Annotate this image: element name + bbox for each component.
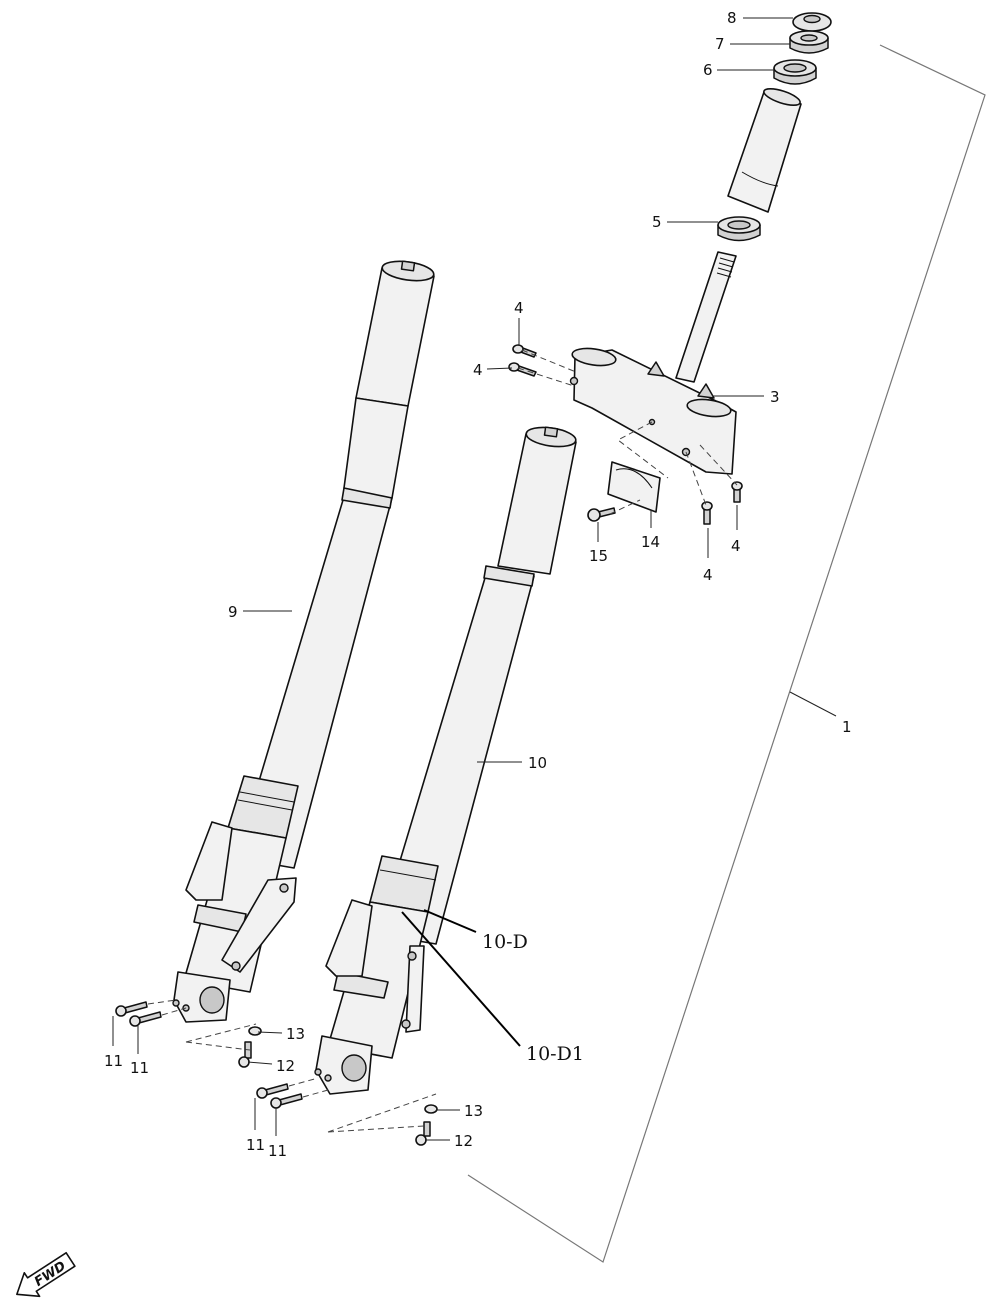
callout-6: 6 xyxy=(703,61,713,79)
callout-3: 3 xyxy=(770,388,780,406)
callout-4-bottom: 4 xyxy=(703,566,713,584)
guide-line-lower-bolts xyxy=(685,444,738,506)
pinch-bolt-4-lower-b xyxy=(701,501,713,525)
steering-stem-shaft xyxy=(675,251,737,383)
callout-5: 5 xyxy=(652,213,662,231)
axle-pinch-bolt-11-right-a xyxy=(256,1083,289,1099)
callout-4-right: 4 xyxy=(731,537,741,555)
assembly-bracket-frame xyxy=(467,44,986,1263)
leader-lines xyxy=(112,17,837,1141)
callout-12-right: 12 xyxy=(454,1132,473,1150)
callout-11-right-b: 11 xyxy=(268,1142,287,1160)
callout-12-left: 12 xyxy=(276,1057,295,1075)
fork-leg-10 xyxy=(314,426,577,1095)
washer-13-right xyxy=(424,1104,438,1114)
lower-bearing-5 xyxy=(717,216,761,242)
guide-line-right-axle xyxy=(288,1077,437,1133)
callout-10-d: 10-D xyxy=(482,931,528,953)
callout-11-left-b: 11 xyxy=(130,1059,149,1077)
stem-nut-7 xyxy=(789,30,829,54)
clamp-bolt-15 xyxy=(587,507,616,522)
washer-13-left xyxy=(248,1026,262,1036)
pinch-bolt-4-lower-a xyxy=(731,481,743,503)
fork-leg-9 xyxy=(172,260,435,1023)
steering-dust-cover xyxy=(727,88,802,213)
callout-11-left-a: 11 xyxy=(104,1052,123,1070)
callout-13-right: 13 xyxy=(464,1102,483,1120)
callout-7: 7 xyxy=(715,35,725,53)
bearing-cap-8 xyxy=(792,12,832,32)
callout-4-top: 4 xyxy=(514,299,524,317)
callout-1: 1 xyxy=(842,718,852,736)
guide-line-clamp xyxy=(609,421,669,515)
callout-15: 15 xyxy=(589,547,608,565)
pinch-bolt-4-upper-b xyxy=(508,362,537,377)
bolt-12-right xyxy=(415,1121,431,1146)
axle-pinch-bolt-11-right-b xyxy=(270,1093,303,1109)
hose-clamp-14 xyxy=(607,461,661,513)
callout-13-left: 13 xyxy=(286,1025,305,1043)
callout-11-right-a: 11 xyxy=(246,1136,265,1154)
axle-pinch-bolt-11-left-b xyxy=(129,1011,162,1027)
callout-9: 9 xyxy=(228,603,238,621)
callout-4-left: 4 xyxy=(473,361,483,379)
lower-triple-clamp-3 xyxy=(569,347,737,475)
fwd-arrow-icon: FWD xyxy=(16,1251,76,1298)
callout-10: 10 xyxy=(528,754,547,772)
upper-bearing-6 xyxy=(773,59,817,85)
guide-line-left-axle xyxy=(147,999,257,1051)
callout-8: 8 xyxy=(727,9,737,27)
callout-14: 14 xyxy=(641,533,660,551)
axle-pinch-bolt-11-left-a xyxy=(115,1001,148,1017)
bolt-12-left xyxy=(238,1041,252,1068)
callout-10-d1: 10-D1 xyxy=(526,1043,584,1065)
